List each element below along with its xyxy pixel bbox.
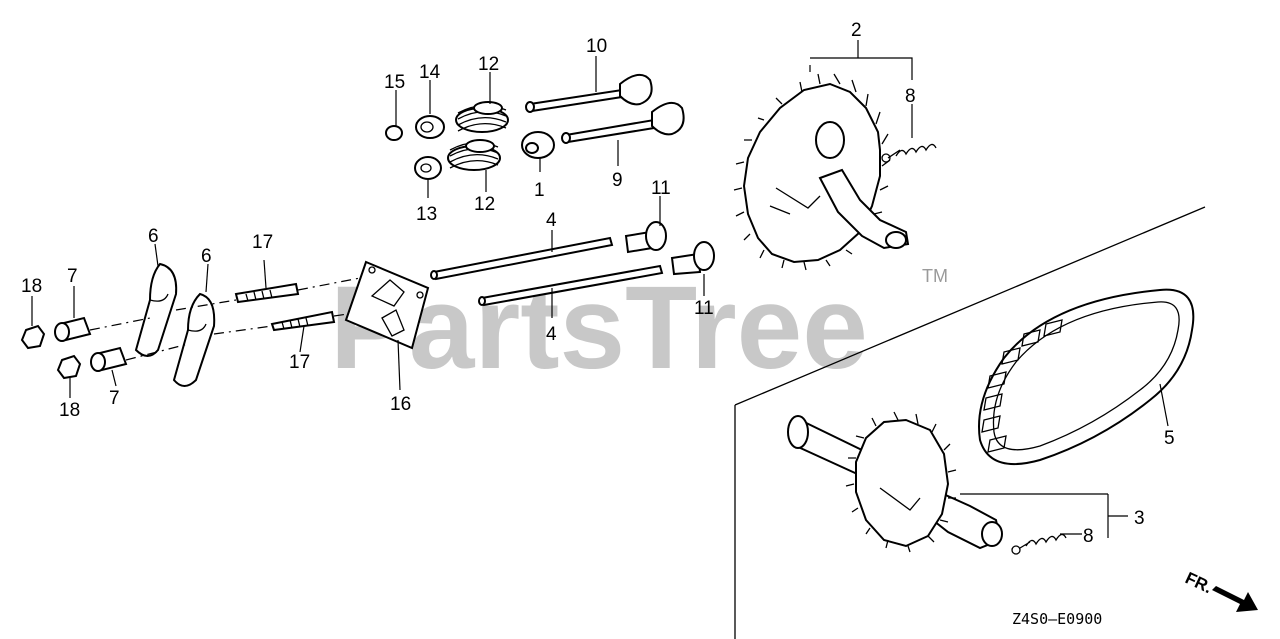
callout-c8b: 8 [1083,526,1094,547]
front-direction-arrow [1212,586,1258,612]
callout-c8a: 8 [905,86,916,107]
tappet-lower [670,241,715,276]
callout-c1: 1 [534,180,545,201]
callout-c16: 16 [390,394,411,415]
callout-c10: 10 [586,36,607,57]
rocker-arm-right [172,292,216,387]
valve-spring-upper [455,101,509,133]
callout-c17a: 17 [252,232,273,253]
callout-c11b: 11 [694,298,714,319]
callout-c4b: 4 [546,324,557,345]
callout-c12b: 12 [474,194,495,215]
direction-label: FR. [1182,568,1215,597]
callout-c3: 3 [1134,508,1145,529]
axis-line-upper [89,277,361,331]
drawing-code: Z4S0—E0900 [1012,610,1102,628]
spring-retainer [415,115,445,139]
valve-spring-lower [447,139,501,171]
camshaft-sprocket [845,411,957,553]
retainer-lower [414,156,442,180]
rocker-stud-upper [234,282,300,304]
leader-lines [31,40,1169,538]
lock-nut-upper [20,324,46,350]
lock-nut-lower [56,354,82,380]
camshaft-upper [815,121,910,250]
valve-rotator [521,131,555,159]
valve-intake [561,101,685,144]
callout-c7b: 7 [109,388,120,409]
callout-c5: 5 [1164,428,1175,449]
callout-c6b: 6 [201,246,212,267]
push-rod-guide-plate [344,260,430,350]
trademark: TM [922,266,948,286]
callout-c13: 13 [416,204,437,225]
timing-chain [978,288,1195,465]
valve-exhaust [525,73,653,113]
callout-c4a: 4 [546,210,557,231]
callout-c17b: 17 [289,352,310,373]
callout-c18a: 18 [21,276,42,297]
inset-panel-outline [734,206,1206,639]
valve-cap [385,125,403,141]
callout-c11a: 11 [651,178,671,199]
callout-c9: 9 [612,170,623,191]
camshaft-gear-upper [733,73,891,271]
axis-line-lower [125,313,349,361]
decompressor-spring-upper [881,143,937,163]
push-rod-lower [478,264,664,307]
callout-c15: 15 [384,72,405,93]
callout-c6a: 6 [148,226,159,247]
rocker-arm-left [134,262,178,357]
callout-c7a: 7 [67,266,78,287]
decompressor-spring-lower [1011,533,1067,555]
callout-c14: 14 [419,62,441,83]
rocker-stud-lower [270,310,336,332]
rocker-pivot-upper [54,316,92,342]
callout-c18b: 18 [59,400,80,421]
push-rod-upper [430,236,614,281]
callout-c12a: 12 [478,54,499,75]
rocker-pivot-lower [90,346,128,372]
callout-c2: 2 [851,20,862,41]
tappet-upper [624,221,667,254]
